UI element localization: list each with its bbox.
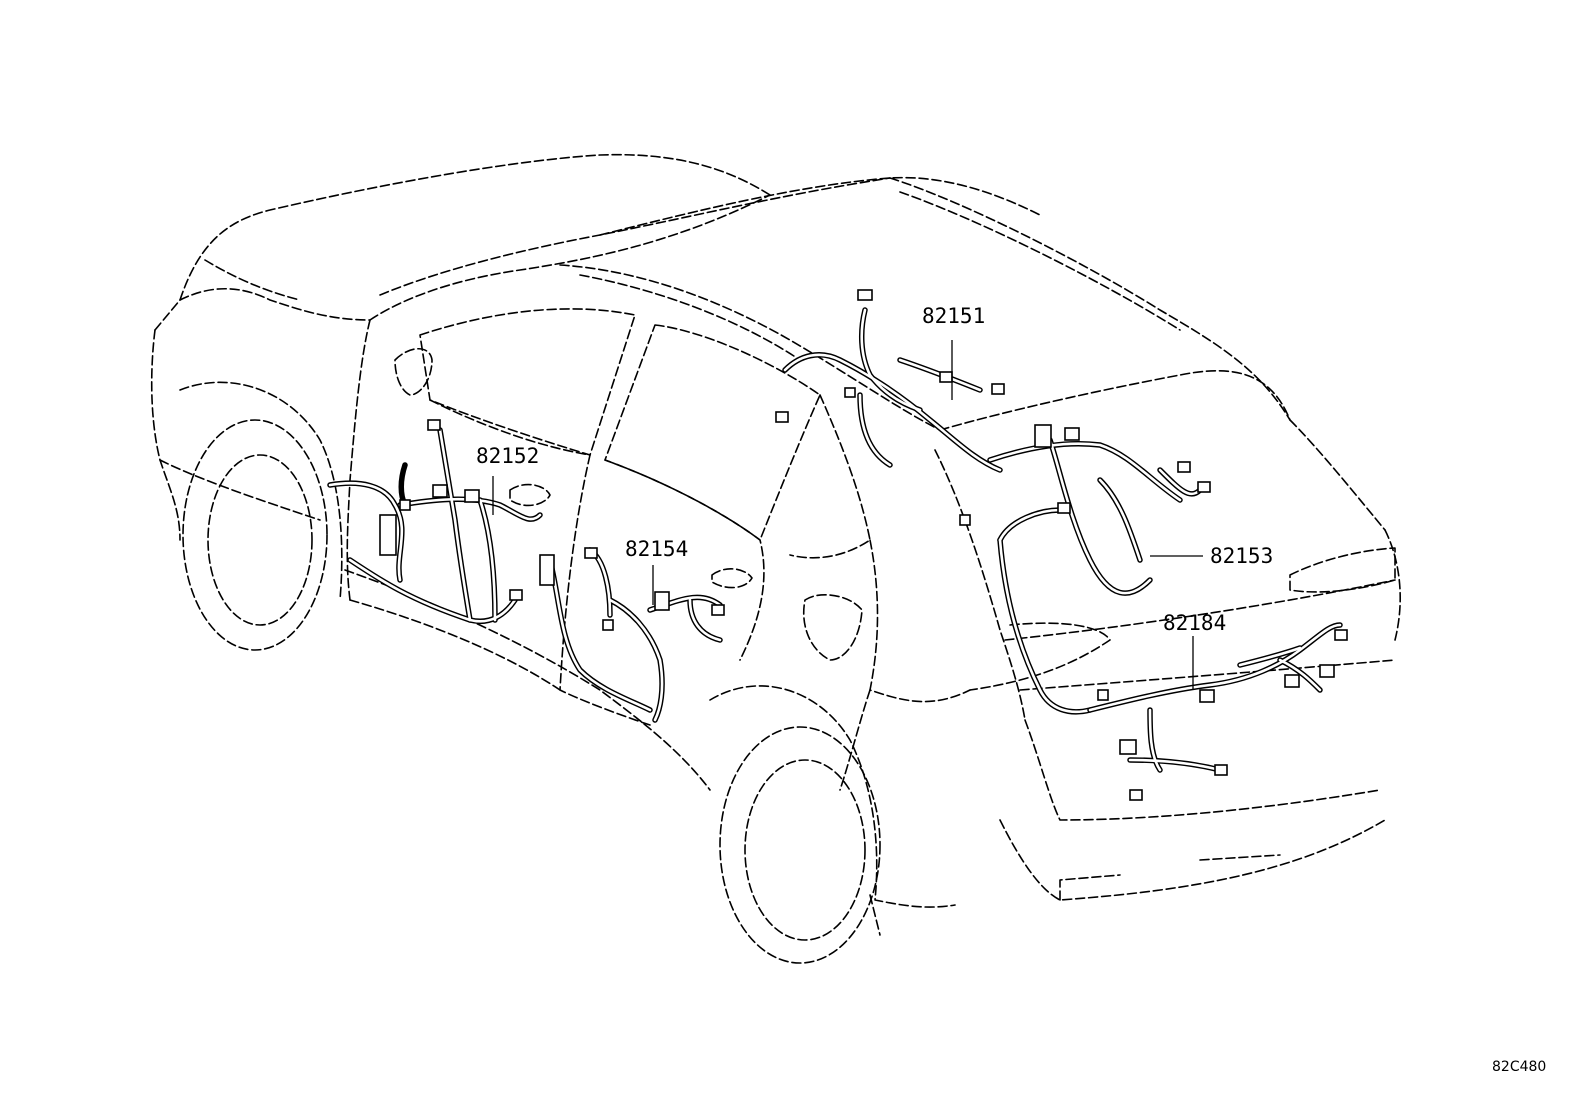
part-label-82154[interactable]: 82154 [625, 537, 688, 561]
diagram-code: 82C480 [1492, 1059, 1546, 1075]
connector-icon [539, 554, 555, 586]
connector-icon [959, 514, 971, 526]
connector-icon [1319, 664, 1335, 678]
connector-icon [584, 547, 598, 559]
connector-icon [602, 619, 614, 631]
suv-outline-icon [150, 153, 1401, 964]
connector-icon [1097, 689, 1109, 701]
connector-icon [1034, 424, 1052, 448]
connector-icon [775, 411, 789, 423]
connector-icon [1057, 502, 1071, 514]
connector-icon [432, 484, 448, 498]
connector-icon [1214, 764, 1228, 776]
part-label-82152[interactable]: 82152 [476, 444, 539, 468]
connector-icon [1334, 629, 1348, 641]
connector-icon [1284, 674, 1300, 688]
part-label-82153[interactable]: 82153 [1210, 544, 1273, 568]
connector-icon [379, 514, 397, 556]
connector-icon [991, 383, 1005, 395]
connector-icon [711, 604, 725, 616]
harness-82151[interactable] [775, 289, 1005, 473]
connector-icon [1064, 427, 1080, 441]
connector-icon [844, 387, 856, 398]
harness-82153[interactable] [959, 424, 1211, 715]
connector-icon [654, 591, 670, 611]
connector-icon [857, 289, 873, 301]
connector-icon [1177, 461, 1191, 473]
part-label-82151[interactable]: 82151 [922, 304, 985, 328]
harness-82152[interactable] [327, 419, 543, 624]
connector-icon [1199, 689, 1215, 703]
part-label-82184[interactable]: 82184 [1163, 611, 1226, 635]
connector-icon [509, 589, 523, 601]
connector-icon [399, 499, 411, 511]
harness-82184[interactable] [1087, 622, 1348, 801]
connector-icon [939, 371, 953, 383]
connector-icon [1119, 739, 1137, 755]
connector-icon [1129, 789, 1143, 801]
connector-icon [427, 419, 441, 431]
connector-icon [464, 489, 480, 503]
connector-icon [1197, 481, 1211, 493]
harness-82154[interactable] [539, 547, 725, 723]
